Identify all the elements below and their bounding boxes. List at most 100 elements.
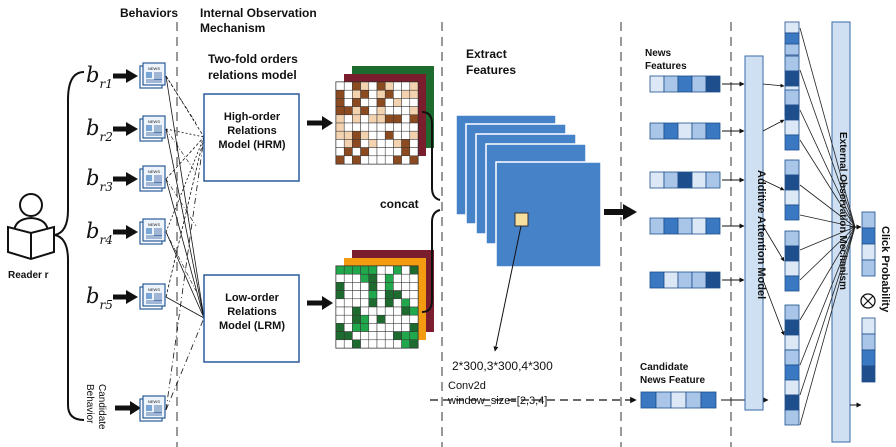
attention-output-2-cell-4 — [784, 134, 800, 151]
candidate-news-feature-cell-5 — [700, 391, 717, 409]
behavior-arrow-4 — [113, 225, 138, 239]
news-feature-5-cell-4 — [691, 271, 707, 289]
concat-label: concat — [380, 197, 419, 211]
section-dividers — [176, 22, 732, 447]
fan-line-3 — [799, 109, 856, 228]
behavior-label-1: br1 — [86, 63, 113, 91]
lrm-link-3 — [165, 178, 205, 319]
news-feature-5-cell-5 — [705, 271, 721, 289]
final-user-vector-cell-1 — [861, 211, 876, 229]
news-feature-3-cell-1 — [649, 171, 665, 189]
news-feature-1-cell-4 — [691, 75, 707, 93]
fan-line-9 — [799, 226, 856, 321]
candidate-news-feature-cell-2 — [655, 391, 672, 409]
news-feature-2-cell-4 — [691, 122, 707, 140]
reader-icon — [7, 193, 55, 261]
fan-line-7 — [799, 226, 856, 251]
attention-output-candidate-cell-1 — [784, 349, 800, 366]
behavior-arrow-1 — [113, 69, 138, 83]
news-feature-1-cell-3 — [677, 75, 693, 93]
attention-output-candidate-cell-3 — [784, 379, 800, 396]
two-fold-title-2: relations model — [208, 68, 297, 82]
news-feature-3-cell-5 — [705, 171, 721, 189]
behavior-label-2: br2 — [86, 116, 113, 144]
news-feature-3-cell-3 — [677, 171, 693, 189]
attention-output-2-cell-2 — [784, 104, 800, 121]
hrm-to-matrix-arrow — [307, 116, 333, 130]
attention-link-5 — [762, 279, 785, 336]
news-icon-candidate: NEWS — [139, 395, 166, 422]
news-feature-4-cell-4 — [691, 217, 707, 235]
concat-brace-top — [421, 111, 441, 201]
candidate-news-feature — [640, 391, 717, 409]
candidate-news-feature-cell-4 — [685, 391, 702, 409]
attention-output-candidate — [784, 349, 800, 426]
attention-output-3-cell-3 — [784, 189, 800, 206]
attention-output-5-cell-1 — [784, 304, 800, 321]
attention-output-4-cell-1 — [784, 230, 800, 247]
lrm-to-matrix-arrow — [307, 296, 333, 310]
final-candidate-vector-cell-1 — [861, 317, 876, 335]
conv-window-highlight — [514, 212, 529, 227]
candidate-news-icon: NEWS — [139, 395, 166, 422]
click-probability-label: Click Probability — [879, 226, 891, 313]
external-fan-lines — [799, 27, 856, 426]
attention-output-candidate-cell-4 — [784, 394, 800, 411]
hrm-label-3: Model (HRM) — [218, 139, 286, 151]
external-observation-label: External Observation Mechanism — [837, 132, 848, 290]
final-candidate-vector-cell-4 — [861, 365, 876, 383]
attention-output-top-cell-2 — [784, 32, 800, 45]
lrm-relation-matrix — [335, 265, 419, 349]
news-feature-3-cell-4 — [691, 171, 707, 189]
candidate-behavior-label-2: Behavior — [84, 384, 95, 424]
attention-output-candidate-cell-5 — [784, 409, 800, 426]
news-feature-2-cell-2 — [663, 122, 679, 140]
attention-output-5-cell-3 — [784, 334, 800, 351]
attention-link-2 — [762, 119, 785, 132]
hrm-link-3 — [165, 136, 205, 180]
news-feature-5-cell-3 — [677, 271, 693, 289]
news-feature-1 — [649, 75, 721, 93]
attention-output-3-cell-2 — [784, 174, 800, 191]
feature-map-5 — [495, 161, 602, 268]
feature-map-stack — [455, 114, 602, 268]
candidate-arrow — [115, 401, 141, 415]
candidate-lrm-link — [165, 317, 205, 411]
news-feature-5-cell-1 — [649, 271, 665, 289]
behavior-arrow-5 — [113, 290, 138, 304]
extract-features-heading-2: Features — [466, 63, 516, 77]
fan-line-11 — [799, 226, 856, 396]
attention-output-1-cell-2 — [784, 70, 800, 87]
lrm-link-2 — [165, 128, 205, 319]
attention-output-top-cell-3 — [784, 43, 800, 56]
fan-line-4 — [799, 139, 856, 228]
candidate-hrm-link — [165, 136, 205, 411]
reader-label: Reader r — [8, 270, 49, 281]
attention-output-2-cell-1 — [784, 89, 800, 106]
attention-output-3 — [784, 159, 800, 221]
news-feature-2 — [649, 122, 721, 140]
news-feature-4-cell-1 — [649, 217, 665, 235]
conv-type-label: Conv2d — [448, 380, 486, 392]
news-feature-1-cell-1 — [649, 75, 665, 93]
fan-line-8 — [799, 226, 856, 281]
cross-link-4 — [165, 231, 197, 292]
attention-output-4-cell-4 — [784, 275, 800, 292]
candidate-news-feature-cell-1 — [640, 391, 657, 409]
extract-features-heading-1: Extract — [466, 47, 507, 61]
final-user-vector — [861, 211, 876, 277]
lrm-label-2: Relations — [227, 306, 277, 318]
behaviors-heading: Behaviors — [120, 6, 178, 20]
news-feature-5-cell-2 — [663, 271, 679, 289]
lrm-link-5 — [165, 296, 205, 319]
candidate-news-heading-1: Candidate — [640, 362, 689, 373]
conv-window-pointer — [493, 225, 522, 352]
attention-output-3-cell-4 — [784, 204, 800, 221]
news-icon-3: NEWS — [139, 165, 166, 192]
lrm-label-3: Model (LRM) — [219, 320, 285, 332]
conv-dims-label: 2*300,3*300,4*300 — [452, 359, 553, 373]
